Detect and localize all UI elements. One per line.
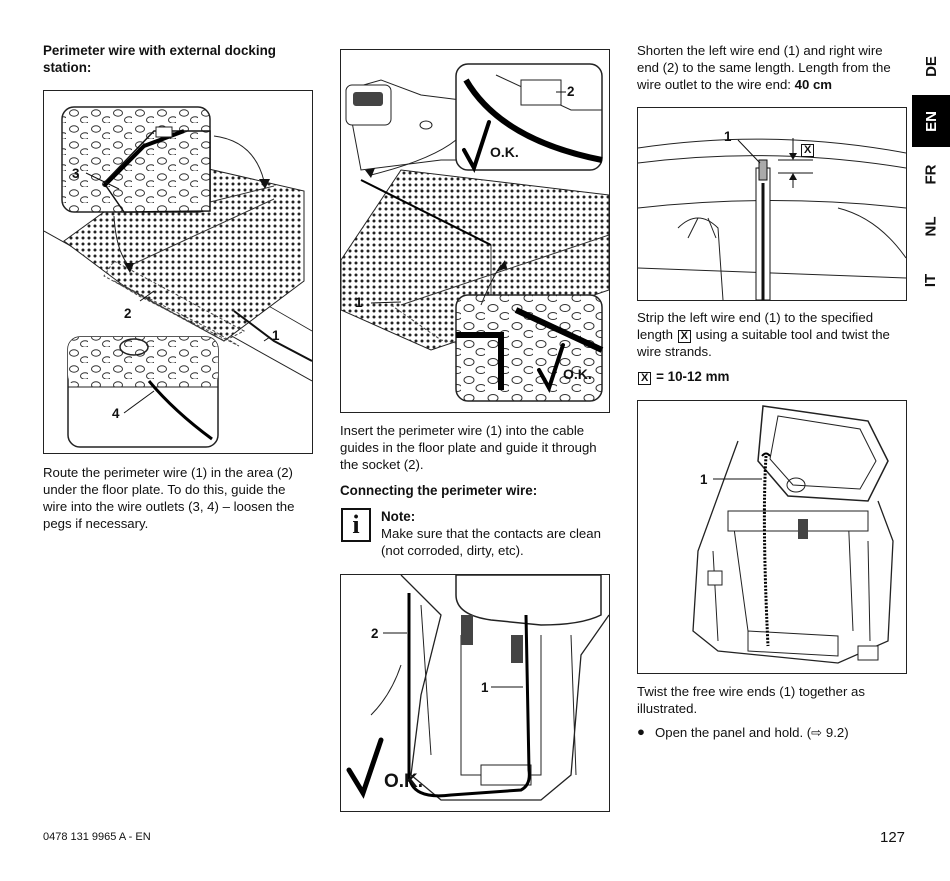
route-wire-text: Route the perimeter wire (1) in the area… (43, 465, 295, 531)
strip-callout-x: X (800, 140, 815, 158)
shorten-wire-instructions: Shorten the left wire end (1) and right … (637, 43, 891, 92)
info-icon: i (341, 508, 371, 542)
callout-4: 4 (112, 406, 120, 421)
callout-3: 3 (72, 166, 80, 181)
shorten-wire-length: 40 cm (794, 77, 833, 92)
fig1-ok-label-top: O.K. (490, 144, 519, 160)
callout-2: 2 (124, 306, 132, 321)
bullet-open-panel-text: Open the panel and hold. (⇨ 9.2) (655, 725, 849, 740)
fig1-ok-label-bottom: O.K. (563, 366, 592, 382)
bullet-dot-icon: ● (637, 724, 645, 739)
tab-en[interactable]: EN (912, 95, 950, 147)
strip-text-end: using a suitable tool and twist the wire… (637, 327, 890, 359)
fig2-callout-1: 1 (481, 680, 489, 695)
insert-wire-text: Insert the perimeter wire (1) into the c… (340, 423, 597, 472)
x-dimension-label: X (801, 144, 815, 157)
tab-nl[interactable]: NL (922, 216, 940, 236)
fig2-ok-label: O.K. (384, 771, 424, 792)
x-measurement-value: = 10-12 mm (656, 369, 730, 384)
strip-wire-text: Strip the left wire end (1) to the speci… (637, 309, 907, 360)
strip-callout-1: 1 (724, 129, 732, 144)
section-heading-external-docking: Perimeter wire with external docking sta… (43, 43, 276, 75)
callout-1: 1 (272, 328, 280, 343)
note-body: Make sure that the contacts are clean (n… (381, 526, 601, 558)
figure-route-perimeter-wire: 3 2 1 4 (43, 90, 313, 454)
tab-it[interactable]: IT (922, 273, 940, 287)
strip-text-start: Strip the left wire end (1) to the speci… (637, 310, 874, 342)
figure-insert-wire-cable-guides: 2 1 O.K. O.K. (340, 49, 610, 413)
tab-fr[interactable]: FR (922, 164, 940, 184)
fig1-callout-1: 1 (355, 295, 363, 310)
shorten-wire-text: Shorten the left wire end (1) and right … (637, 42, 907, 93)
strip-text-x-symbol: X (677, 330, 691, 343)
fig2-callout-2: 2 (371, 626, 379, 641)
x-measurement-symbol: X (638, 372, 652, 385)
fig1-callout-2: 2 (567, 84, 575, 99)
connecting-heading: Connecting the perimeter wire: (340, 483, 538, 498)
tab-de[interactable]: DE (922, 55, 940, 77)
x-measurement: X = 10-12 mm (637, 368, 729, 385)
figure-strip-wire: 1 X (637, 107, 907, 301)
note-title: Note: (381, 509, 416, 524)
figure-connecting-wire: 2 1 O.K. (340, 574, 610, 812)
figure-twist-wire: 1 (637, 400, 907, 674)
twist-wire-text: Twist the free wire ends (1) together as… (637, 684, 865, 716)
twist-callout-1: 1 (700, 472, 708, 487)
page-number: 127 (880, 829, 906, 846)
footer-doc-number: 0478 131 9965 A - EN (43, 831, 151, 843)
